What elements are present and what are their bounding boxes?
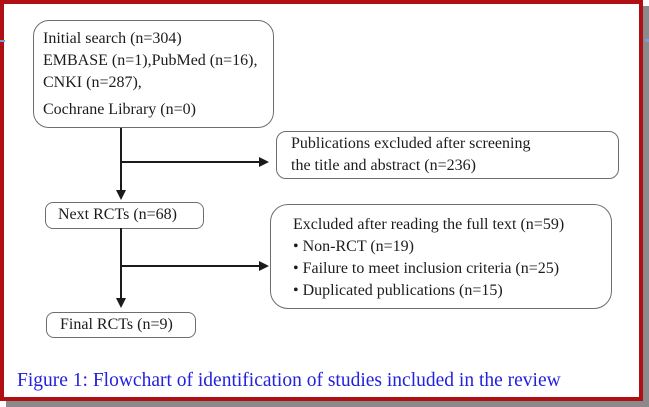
final-rcts-label: Final RCTs (n=9) [60, 316, 173, 333]
arrowhead-down-icon [116, 298, 126, 308]
connector-to-fulltext-excluded [121, 265, 260, 267]
arrowhead-down-icon [116, 190, 126, 200]
initial-search-line: CNKI (n=287), [43, 74, 142, 91]
fulltext-excluded-box: Excluded after reading the full text (n=… [270, 204, 612, 309]
arrowhead-right-icon [259, 157, 269, 167]
fulltext-excluded-bullet: • Duplicated publications (n=15) [293, 282, 503, 299]
connector-initial-to-next [120, 128, 122, 191]
fulltext-excluded-title: Excluded after reading the full text (n=… [293, 216, 565, 233]
initial-search-line: Initial search (n=304) [43, 30, 182, 47]
screening-excluded-line: the title and abstract (n=236) [291, 157, 476, 174]
initial-search-line: EMBASE (n=1),PubMed (n=16), [43, 52, 258, 69]
figure-frame: Initial search (n=304) EMBASE (n=1),PubM… [0, 0, 643, 401]
next-rcts-box: Next RCTs (n=68) [45, 202, 204, 229]
edge-artifact [0, 40, 5, 42]
fulltext-excluded-bullet: • Non-RCT (n=19) [293, 238, 414, 255]
screening-excluded-box: Publications excluded after screening th… [276, 131, 619, 179]
figure-caption: Figure 1: Flowchart of identification of… [17, 370, 561, 391]
initial-search-box: Initial search (n=304) EMBASE (n=1),PubM… [33, 20, 274, 128]
fulltext-excluded-bullet: • Failure to meet inclusion criteria (n=… [293, 260, 560, 277]
connector-to-screening-excluded [121, 161, 260, 163]
initial-search-line: Cochrane Library (n=0) [43, 101, 196, 118]
connector-next-to-final [120, 228, 122, 299]
arrowhead-right-icon [259, 261, 269, 271]
next-rcts-label: Next RCTs (n=68) [58, 206, 178, 223]
screening-excluded-line: Publications excluded after screening [291, 135, 531, 152]
final-rcts-box: Final RCTs (n=9) [46, 312, 196, 338]
edge-artifact [645, 39, 649, 42]
